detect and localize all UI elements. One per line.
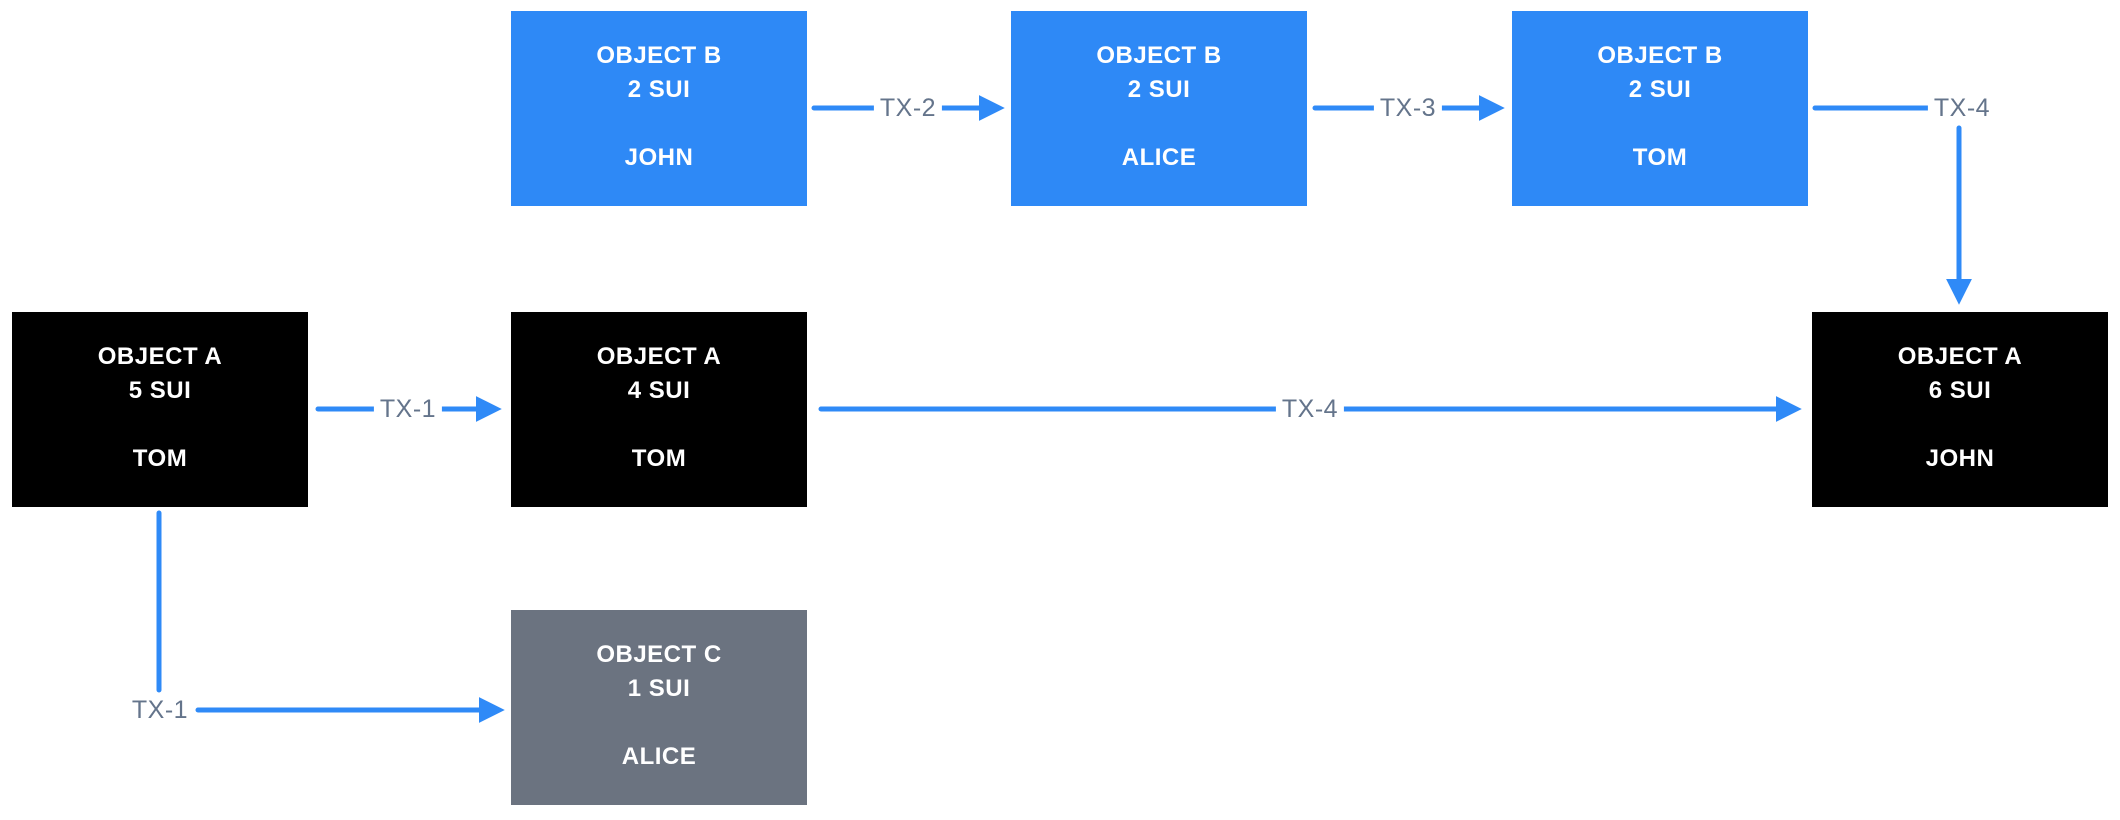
node-title: OBJECT C <box>596 641 722 668</box>
edge-label-tx4-merge: TX-4 <box>1927 93 1997 123</box>
node-title: OBJECT B <box>1597 42 1723 69</box>
node-object-a-4-tom: OBJECT A 4 SUI TOM <box>511 312 807 507</box>
node-object-b-alice: OBJECT B 2 SUI ALICE <box>1011 11 1307 206</box>
node-title: OBJECT B <box>596 42 722 69</box>
node-owner: ALICE <box>621 743 697 770</box>
node-owner: JOHN <box>624 144 694 171</box>
node-owner: ALICE <box>1121 144 1197 171</box>
node-object-c-alice: OBJECT C 1 SUI ALICE <box>511 610 807 805</box>
node-title: OBJECT A <box>596 343 722 370</box>
edge-label-tx3: TX-3 <box>1373 93 1443 123</box>
edge-label-tx1-transfer: TX-1 <box>373 394 443 424</box>
node-amount: 2 SUI <box>627 76 691 103</box>
node-owner: TOM <box>1632 144 1688 171</box>
node-object-a-5-tom: OBJECT A 5 SUI TOM <box>12 312 308 507</box>
node-amount: 2 SUI <box>1628 76 1692 103</box>
node-owner: TOM <box>132 445 188 472</box>
node-title: OBJECT B <box>1096 42 1222 69</box>
node-title: OBJECT A <box>1897 343 2023 370</box>
node-amount: 4 SUI <box>627 377 691 404</box>
node-owner: TOM <box>631 445 687 472</box>
node-title: OBJECT A <box>97 343 223 370</box>
node-amount: 5 SUI <box>128 377 192 404</box>
node-amount: 1 SUI <box>627 675 691 702</box>
node-owner: JOHN <box>1925 445 1995 472</box>
node-amount: 6 SUI <box>1928 377 1992 404</box>
node-object-b-tom: OBJECT B 2 SUI TOM <box>1512 11 1808 206</box>
node-amount: 2 SUI <box>1127 76 1191 103</box>
node-object-a-6-john: OBJECT A 6 SUI JOHN <box>1812 312 2108 507</box>
edge-label-tx2: TX-2 <box>873 93 943 123</box>
edge-label-tx4-main: TX-4 <box>1275 394 1345 424</box>
edge-label-tx1-split: TX-1 <box>125 695 195 725</box>
node-object-b-john: OBJECT B 2 SUI JOHN <box>511 11 807 206</box>
